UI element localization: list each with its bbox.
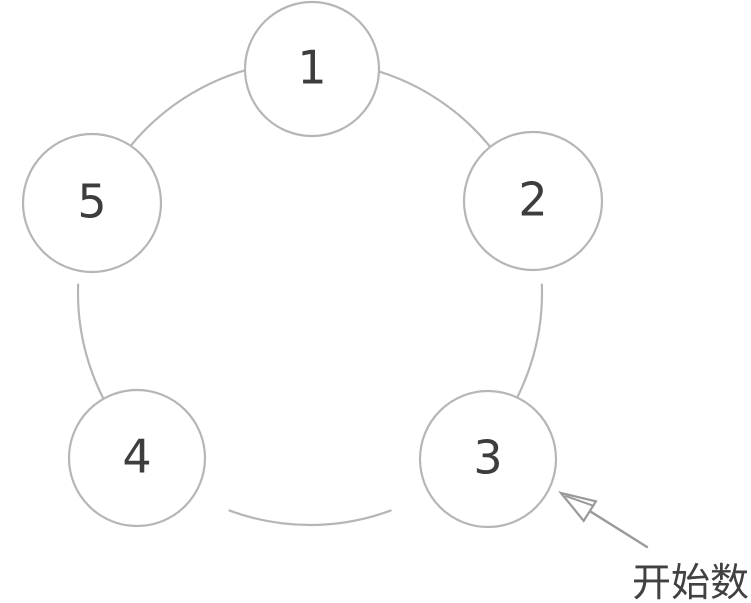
node-outline-4 (67, 388, 207, 528)
node-outline-5 (21, 132, 163, 274)
node-label-1: 1 (297, 41, 326, 95)
node-outline-3 (418, 389, 558, 529)
edge-node-3-to-node-4 (228, 509, 392, 527)
annotation-group: 开始数 (558, 491, 749, 603)
node-circle-3[interactable]: 3 (418, 389, 558, 529)
node-circle-4[interactable]: 4 (67, 388, 207, 528)
node-label-3: 3 (473, 431, 502, 485)
annotation-label: 开始数 (632, 561, 749, 603)
node-label-2: 2 (518, 173, 547, 227)
node-circle-2[interactable]: 2 (462, 130, 604, 272)
node-label-4: 4 (122, 430, 151, 484)
annotation-arrow-shaft (585, 507, 649, 549)
node-outline-2 (462, 130, 604, 272)
node-circle-1[interactable]: 1 (243, 0, 381, 138)
edge-node-1-to-node-2 (370, 68, 504, 165)
node-circle-5[interactable]: 5 (21, 132, 163, 274)
annotation-arrowhead-barb (565, 495, 595, 507)
nodes-group: 1 2 3 4 5 (21, 0, 604, 529)
node-label-5: 5 (77, 175, 106, 229)
node-outline-1 (243, 0, 381, 138)
annotation-arrowhead-icon (558, 491, 598, 523)
